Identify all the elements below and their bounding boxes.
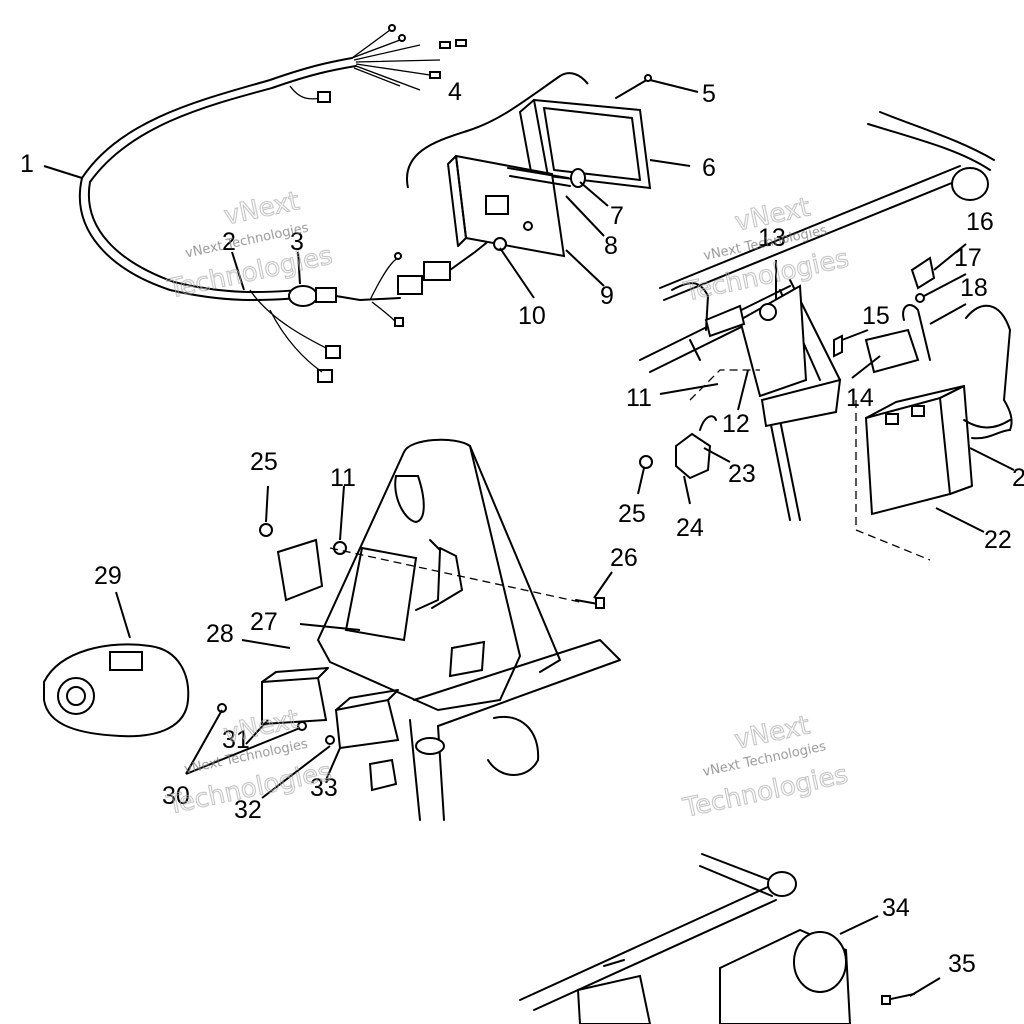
callout-16: 16 xyxy=(966,208,994,236)
callout-30: 30 xyxy=(162,782,190,810)
taillight-assembly[interactable] xyxy=(405,72,652,258)
callout-25-right: 25 xyxy=(618,500,646,528)
callout-10: 10 xyxy=(518,302,546,330)
callout-11: 11 xyxy=(626,384,652,412)
callout-34: 34 xyxy=(882,894,910,922)
callout-15: 15 xyxy=(862,302,890,330)
callout-26: 26 xyxy=(610,544,638,572)
callout-14: 14 xyxy=(846,384,874,412)
watermarks: vNext vNext Technologies Technologies vN… xyxy=(163,186,852,825)
callout-1: 1 xyxy=(20,150,34,178)
callout-29: 29 xyxy=(94,562,122,590)
callout-5: 5 xyxy=(702,80,716,108)
callout-27: 27 xyxy=(250,608,278,636)
callout-2: 2 xyxy=(222,228,236,256)
frame-battery-area[interactable] xyxy=(639,111,1013,561)
callout-25-left: 25 xyxy=(250,448,278,476)
wiring-harness[interactable] xyxy=(78,24,501,383)
callout-31: 31 xyxy=(222,726,250,754)
callout-4: 4 xyxy=(448,78,462,106)
callout-32: 32 xyxy=(234,796,262,824)
callout-28: 28 xyxy=(206,620,234,648)
callout-2-right: 2 xyxy=(1012,464,1024,492)
callout-labels: 1 2 3 4 5 6 7 8 9 10 11 12 13 14 15 16 1… xyxy=(20,78,1024,978)
callout-9: 9 xyxy=(600,282,614,310)
callout-3: 3 xyxy=(290,228,304,256)
callout-7: 7 xyxy=(610,202,624,230)
callout-33: 33 xyxy=(310,774,338,802)
callout-17: 17 xyxy=(954,244,982,272)
callout-11-left: 11 xyxy=(330,464,356,492)
callout-18: 18 xyxy=(960,274,988,302)
callout-22: 22 xyxy=(984,526,1012,554)
callout-8: 8 xyxy=(604,232,618,260)
callout-35: 35 xyxy=(948,950,976,978)
leader-lines xyxy=(43,79,1015,997)
callout-24: 24 xyxy=(676,514,704,542)
callout-13: 13 xyxy=(758,224,786,252)
callout-6: 6 xyxy=(702,154,716,182)
part-29[interactable] xyxy=(43,643,190,738)
center-panel[interactable] xyxy=(217,438,621,821)
callout-23: 23 xyxy=(728,460,756,488)
starter-assembly[interactable] xyxy=(519,853,915,1024)
callout-12: 12 xyxy=(722,410,750,438)
